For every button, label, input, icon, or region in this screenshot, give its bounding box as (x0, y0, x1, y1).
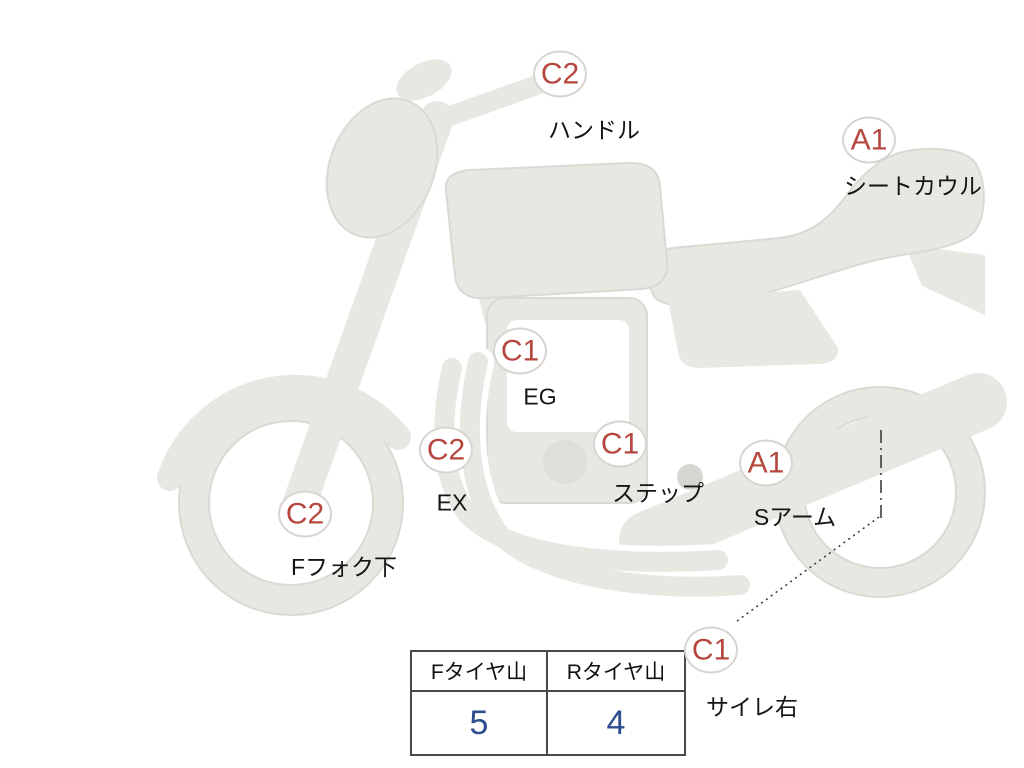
marker-label-front-fork-lower: Fフォク下 (290, 554, 398, 580)
grade-badge-handlebar: C2 (533, 50, 587, 98)
grade-text: A1 (850, 123, 888, 156)
tail-panel (905, 245, 985, 315)
crankcase-detail (543, 440, 587, 484)
grade-badge-step: C1 (593, 420, 647, 468)
swing-arm-band (619, 373, 1007, 569)
front-tire-value: 5 (412, 692, 548, 754)
marker-label-seat-cowl: シートカウル (844, 173, 982, 199)
grade-badge-engine: C1 (493, 327, 547, 375)
marker-label-exhaust: EX (436, 489, 468, 516)
grade-text: C2 (285, 497, 325, 530)
rear-tire-header: Rタイヤ山 (548, 652, 684, 692)
grade-badge-silencer-right: C1 (684, 626, 738, 674)
marker-label-silencer-right: サイレ右 (706, 694, 798, 720)
marker-label-engine: EG (523, 383, 557, 410)
exhaust-pipes (428, 346, 756, 603)
front-fender (157, 374, 411, 491)
step-peg (677, 464, 703, 490)
marker-label-step: ステップ (612, 480, 704, 506)
fuel-tank (444, 161, 669, 300)
marker-label-swing-arm: Sアーム (753, 504, 837, 530)
grade-badge-front-fork-lower: C2 (278, 490, 332, 538)
grade-text: C1 (500, 334, 540, 367)
grade-text: C1 (691, 633, 731, 666)
grade-text: C2 (540, 57, 580, 90)
mirror (396, 59, 452, 101)
marker-label-handlebar: ハンドル (548, 117, 640, 143)
side-panel (668, 290, 839, 368)
grade-badge-exhaust: C2 (419, 426, 473, 474)
tire-tread-table: Fタイヤ山 Rタイヤ山 5 4 (410, 650, 686, 756)
grade-badge-seat-cowl: A1 (842, 116, 896, 164)
rear-tire-value: 4 (606, 703, 626, 742)
grade-text: C2 (426, 433, 466, 466)
front-tire-header: Fタイヤ山 (412, 652, 548, 692)
headlight-mass (325, 97, 439, 239)
grade-badge-swing-arm: A1 (739, 439, 793, 487)
grade-text: C1 (600, 427, 640, 460)
grade-text: A1 (747, 446, 785, 479)
